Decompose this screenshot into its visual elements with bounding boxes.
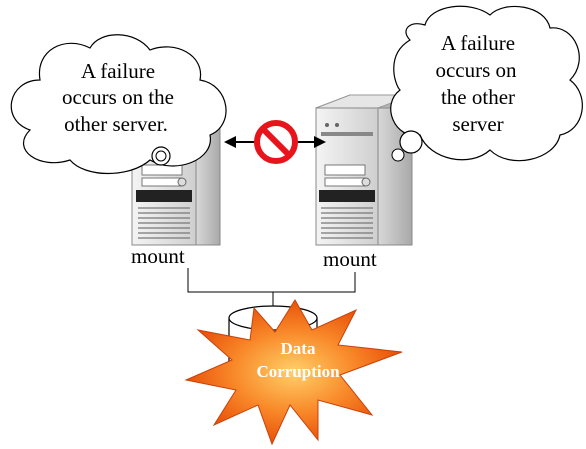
right-cloud-line-1: A failure: [441, 31, 515, 55]
data-corruption-burst: Data Corruption: [184, 299, 403, 446]
right-cloud-line-4: server: [452, 112, 503, 136]
left-mount-label: mount: [131, 244, 185, 268]
burst-line-2: Corruption: [256, 362, 340, 381]
right-cloud-line-2: occurs on: [435, 58, 517, 82]
right-cloud-line-3: the other: [441, 85, 515, 109]
right-mount-label: mount: [323, 247, 377, 271]
left-cloud-line-2: occurs on the: [62, 85, 174, 109]
left-cloud-line-1: A failure: [81, 59, 155, 83]
left-cloud-line-3: other server.: [64, 112, 168, 136]
right-thought-cloud: A failure occurs on the other server: [390, 5, 583, 162]
prohibited-icon: [254, 120, 298, 164]
right-server: [315, 94, 413, 246]
burst-line-1: Data: [281, 339, 316, 358]
left-thought-cloud: A failure occurs on the other server.: [10, 34, 227, 175]
